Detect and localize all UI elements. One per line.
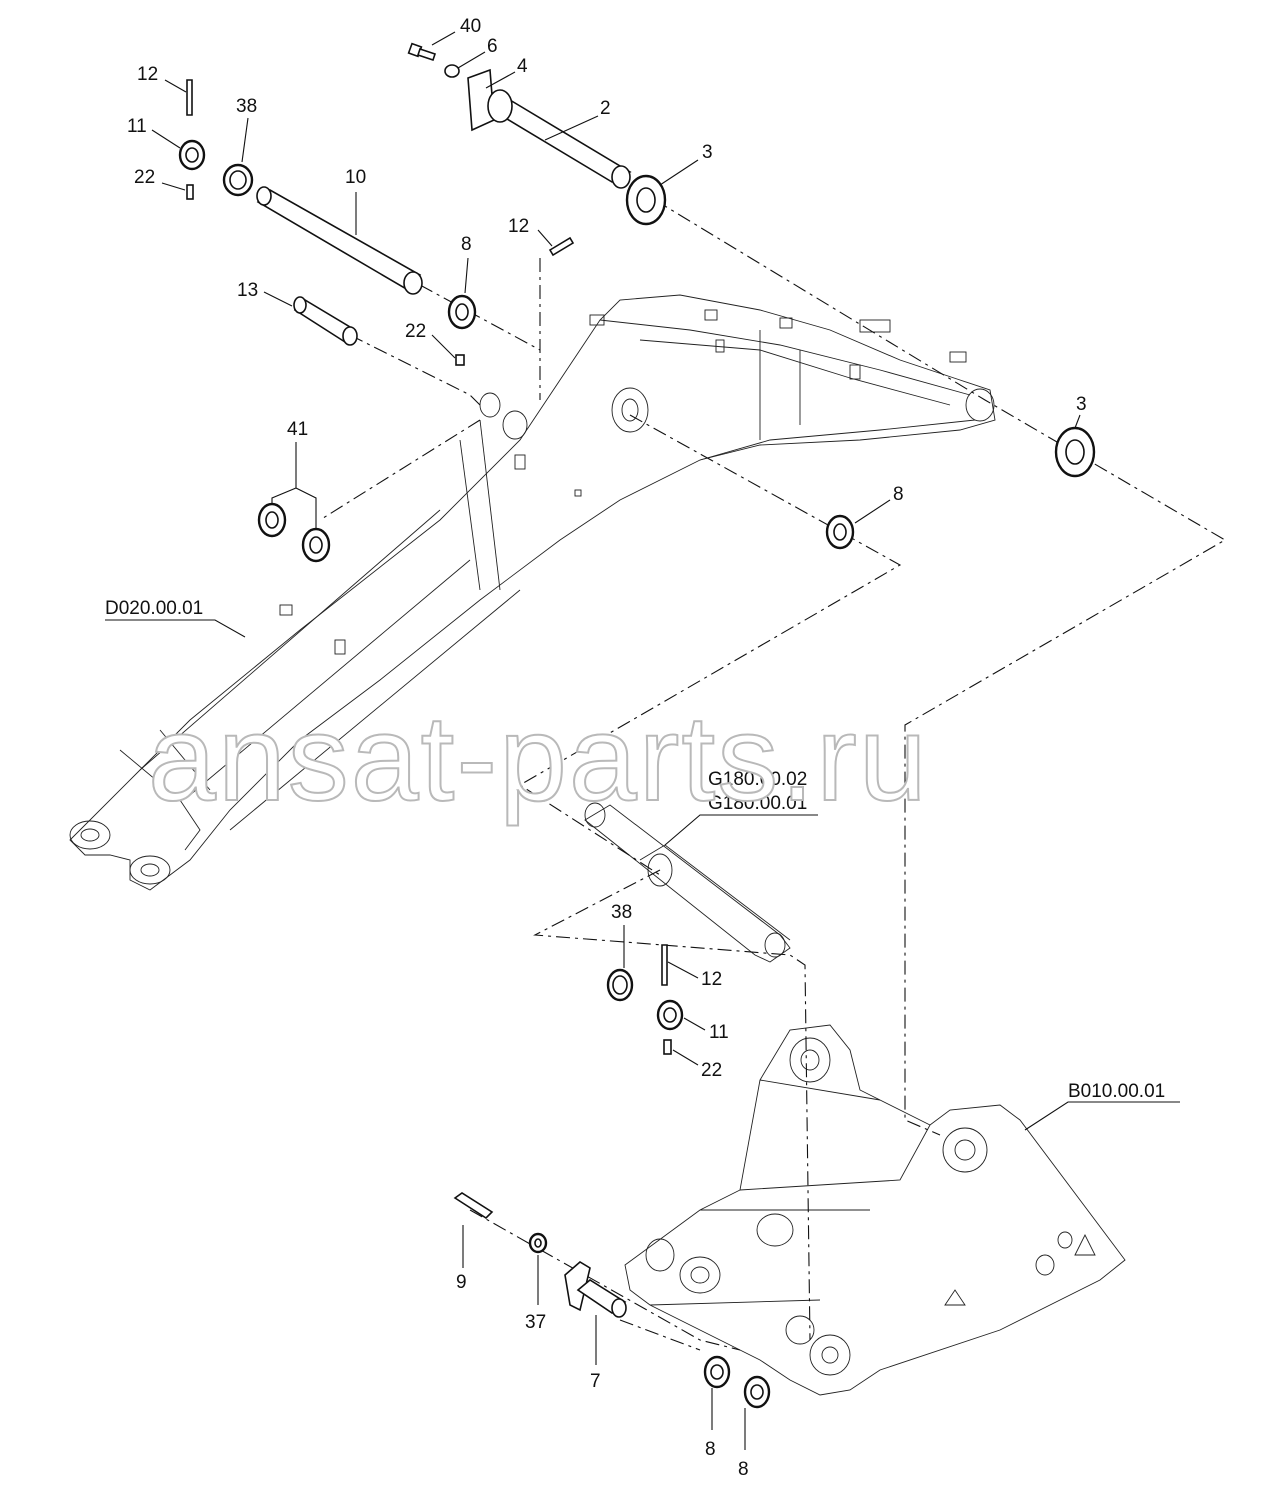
part-38-ring-lower — [606, 968, 634, 1002]
callout-leaders — [105, 31, 1180, 1450]
part-8-washer-b — [825, 514, 855, 550]
part-7-pin — [564, 1261, 627, 1318]
part-12-bolt-lower — [661, 944, 668, 986]
callout-22-top: 22 — [134, 167, 155, 188]
callout-41: 41 — [287, 419, 308, 440]
part-10-pin — [256, 186, 423, 295]
callout-10: 10 — [345, 167, 366, 188]
callout-3-right: 3 — [1076, 394, 1087, 415]
callout-12-top: 12 — [137, 64, 158, 85]
part-12-bolt-b — [548, 236, 575, 257]
part-2-pin — [487, 89, 632, 189]
callout-37: 37 — [525, 1312, 546, 1333]
callout-12-lower: 12 — [701, 969, 722, 990]
callout-7: 7 — [590, 1371, 601, 1392]
part-8-washer-a — [447, 294, 477, 330]
callout-38-top: 38 — [236, 96, 257, 117]
part-11-collar-lower — [656, 999, 684, 1031]
ref-boom: D020.00.01 — [105, 598, 203, 619]
callout-38-lower: 38 — [611, 902, 632, 923]
callout-8-c: 8 — [705, 1439, 716, 1460]
part-41-shims — [257, 502, 331, 563]
part-13-sleeve — [293, 296, 358, 346]
part-12-bolt — [186, 79, 193, 116]
callout-6: 6 — [487, 36, 498, 57]
callout-12-mid: 12 — [508, 216, 529, 237]
ref-cylinder-02: G180.00.02 — [708, 769, 807, 790]
part-22-nut-lower — [663, 1039, 672, 1055]
watermark: ansat-parts.ru — [148, 690, 929, 826]
part-40-bolt — [407, 42, 437, 62]
assembly-references: D020.00.01 G180.00.02 G180.00.01 B010.00… — [105, 598, 1165, 1102]
bucket-cylinder-drawing — [584, 802, 791, 963]
callout-8-d: 8 — [738, 1459, 749, 1480]
callout-13: 13 — [237, 280, 258, 301]
callout-22-lower: 22 — [701, 1060, 722, 1081]
parts — [178, 42, 1096, 1409]
part-3-washer-top — [625, 174, 667, 226]
part-6-washer — [444, 64, 460, 78]
ref-cylinder-01: G180.00.01 — [708, 793, 807, 814]
callout-3-top: 3 — [702, 142, 713, 163]
part-11-collar-top — [178, 139, 206, 171]
part-22-nut — [186, 184, 194, 200]
callout-2: 2 — [600, 98, 611, 119]
part-8-washer-d — [743, 1375, 771, 1409]
part-8-washer-c — [703, 1355, 731, 1389]
part-38-ring-top — [222, 163, 254, 197]
callout-22-mid: 22 — [405, 321, 426, 342]
ref-bucket: B010.00.01 — [1068, 1081, 1165, 1102]
part-22-nut-b — [455, 354, 465, 366]
part-3-washer-right — [1054, 426, 1096, 478]
callout-40: 40 — [460, 16, 481, 37]
boom-arm-drawing — [69, 294, 996, 891]
callout-11-top: 11 — [127, 116, 147, 137]
callout-11-lower: 11 — [709, 1022, 729, 1043]
bucket-drawing — [624, 1024, 1126, 1396]
callout-9: 9 — [456, 1272, 467, 1293]
callout-8-b: 8 — [893, 484, 904, 505]
callout-4: 4 — [517, 56, 528, 77]
callout-8-a: 8 — [461, 234, 472, 255]
part-37-washer — [528, 1232, 548, 1254]
part-9-bolt — [453, 1192, 494, 1220]
assembly-centerlines — [319, 199, 1227, 1351]
callout-numbers: 40 6 4 2 3 12 38 11 22 10 12 8 13 22 3 4… — [127, 16, 1087, 1480]
